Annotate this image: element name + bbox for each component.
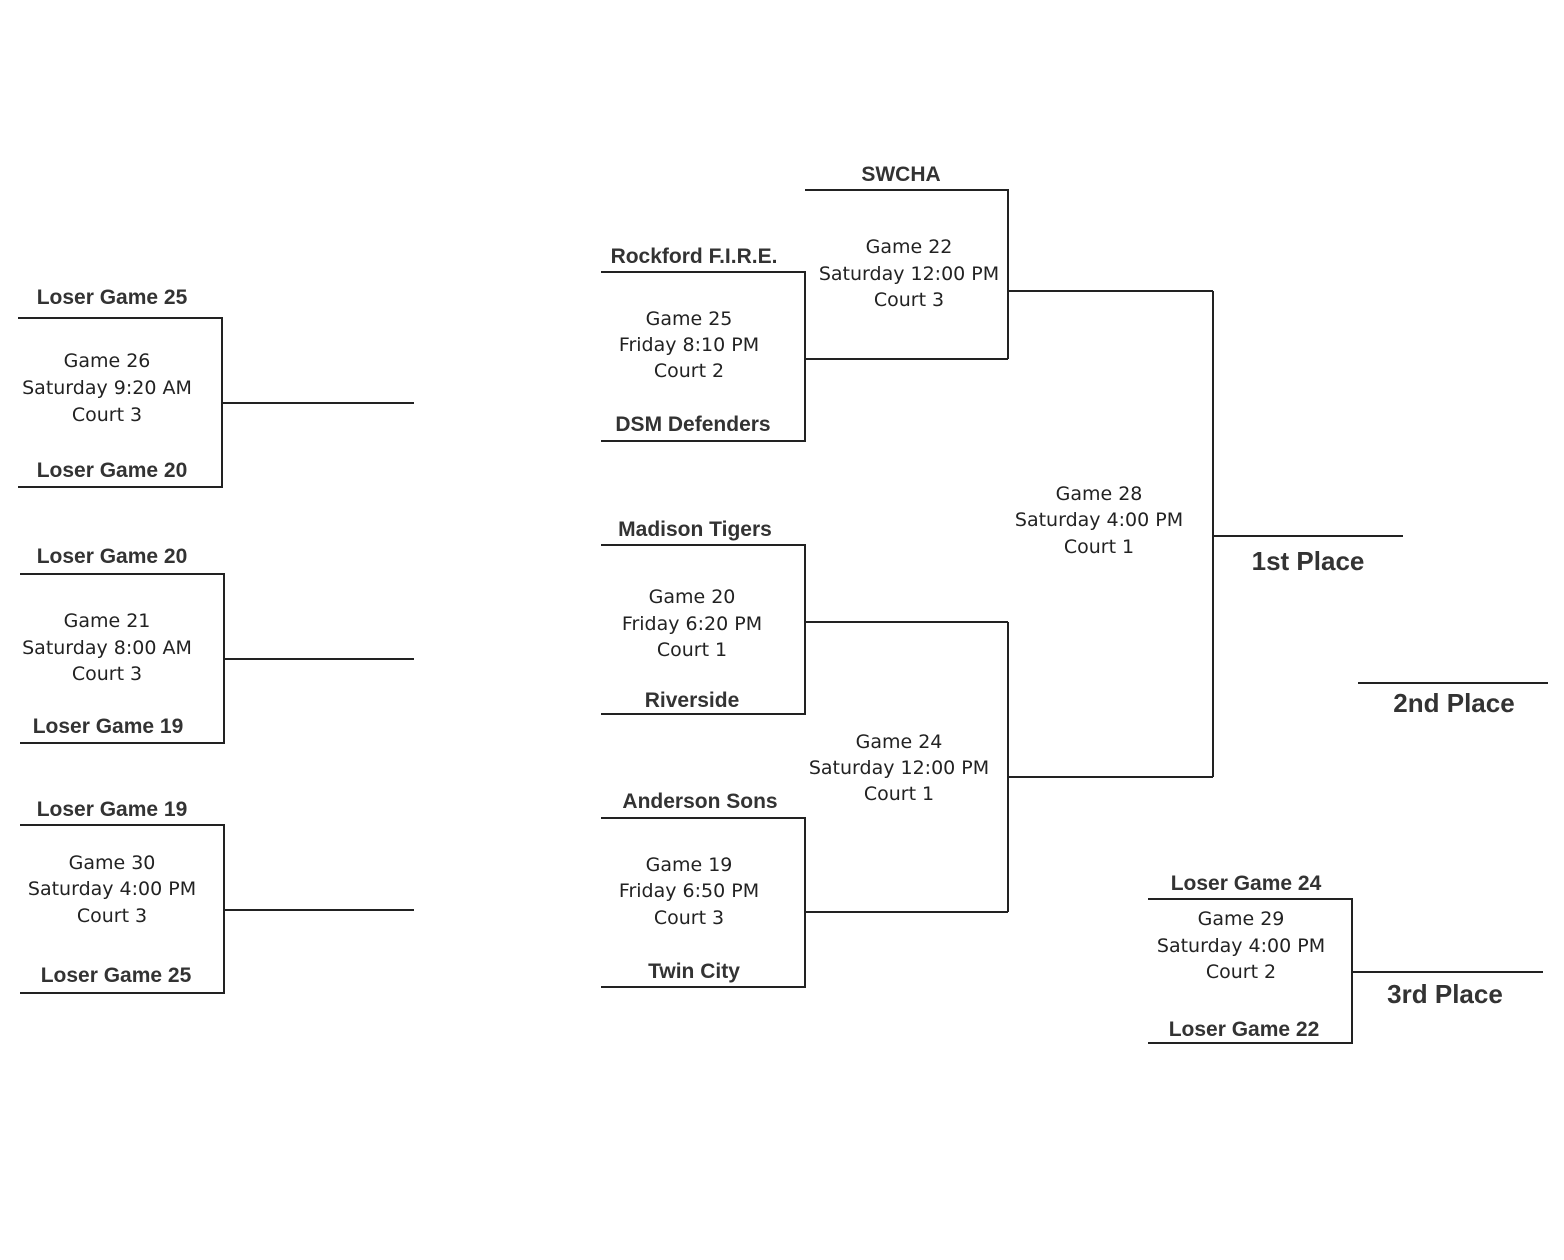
game-29-bottom-team: Loser Game 22 [1169,1018,1320,1041]
game-19: Anderson Sons Game 19 Friday 6:50 PM Cou… [619,790,778,983]
bracket-line-g26 [18,317,414,488]
game-20-bottom-team: Riverside [645,689,740,712]
game-26: Loser Game 25 Game 26 Saturday 9:20 AM C… [22,286,192,482]
game-29: Loser Game 24 Game 29 Saturday 4:00 PM C… [1157,872,1325,1041]
game-22: SWCHA Game 22 Saturday 12:00 PM Court 3 [819,163,999,311]
bracket-line-g21 [20,573,414,744]
second-place-label: 2nd Place [1393,688,1514,718]
game-19-time: Friday 6:50 PM [619,880,759,902]
game-30-top-team: Loser Game 19 [37,798,188,821]
game-24-time: Saturday 12:00 PM [809,757,989,779]
game-22-number: Game 22 [866,236,953,258]
game-21-time: Saturday 8:00 AM [22,637,192,659]
game-28-court: Court 1 [1064,536,1134,558]
game-30-court: Court 3 [77,905,147,927]
game-25-time: Friday 8:10 PM [619,334,759,356]
game-25-top-team: Rockford F.I.R.E. [611,245,778,268]
bracket-lines [18,189,1548,1044]
game-20: Madison Tigers Game 20 Friday 6:20 PM Co… [618,518,772,712]
game-20-top-team: Madison Tigers [618,518,772,541]
game-29-court: Court 2 [1206,961,1276,983]
game-21-bottom-team: Loser Game 19 [33,715,184,738]
game-25-bottom-team: DSM Defenders [615,413,770,436]
game-20-number: Game 20 [649,586,736,608]
game-22-top-team: SWCHA [861,163,940,186]
game-28-time: Saturday 4:00 PM [1015,509,1183,531]
bracket-line-g24 [1007,622,1213,912]
game-30-time: Saturday 4:00 PM [28,878,196,900]
game-28-number: Game 28 [1056,483,1143,505]
game-29-time: Saturday 4:00 PM [1157,935,1325,957]
game-28: Game 28 Saturday 4:00 PM Court 1 [1015,483,1183,558]
game-25-number: Game 25 [646,308,733,330]
game-19-bottom-team: Twin City [648,960,740,983]
bracket-line-g19 [601,817,1008,988]
game-20-time: Friday 6:20 PM [622,613,762,635]
game-22-court: Court 3 [874,289,944,311]
game-30-bottom-team: Loser Game 25 [41,964,192,987]
bracket-line-g28 [1212,291,1403,777]
bracket-line-g30 [20,824,414,994]
game-29-number: Game 29 [1198,908,1285,930]
game-20-court: Court 1 [657,639,727,661]
game-26-top-team: Loser Game 25 [37,286,188,309]
game-24-number: Game 24 [856,731,943,753]
first-place-label: 1st Place [1252,546,1365,576]
bracket-line-g20 [601,544,1008,715]
game-22-time: Saturday 12:00 PM [819,263,999,285]
game-26-bottom-team: Loser Game 20 [37,459,188,482]
game-29-top-team: Loser Game 24 [1171,872,1322,895]
game-30-number: Game 30 [69,852,156,874]
game-26-number: Game 26 [64,350,151,372]
game-26-time: Saturday 9:20 AM [22,377,192,399]
game-19-court: Court 3 [654,907,724,929]
game-25: Rockford F.I.R.E. Game 25 Friday 8:10 PM… [611,245,778,436]
game-24-court: Court 1 [864,783,934,805]
bracket-line-g29 [1148,898,1543,1044]
game-30: Loser Game 19 Game 30 Saturday 4:00 PM C… [28,798,196,987]
bracket-line-g25 [601,271,1008,442]
game-25-court: Court 2 [654,360,724,382]
game-19-top-team: Anderson Sons [622,790,777,813]
game-21-court: Court 3 [72,663,142,685]
game-19-number: Game 19 [646,854,733,876]
bracket-line-g22 [805,189,1213,359]
third-place-label: 3rd Place [1387,979,1503,1009]
game-21-number: Game 21 [64,610,151,632]
game-24: Game 24 Saturday 12:00 PM Court 1 [809,731,989,805]
game-21: Loser Game 20 Game 21 Saturday 8:00 AM C… [22,545,192,738]
game-26-court: Court 3 [72,404,142,426]
game-21-top-team: Loser Game 20 [37,545,188,568]
